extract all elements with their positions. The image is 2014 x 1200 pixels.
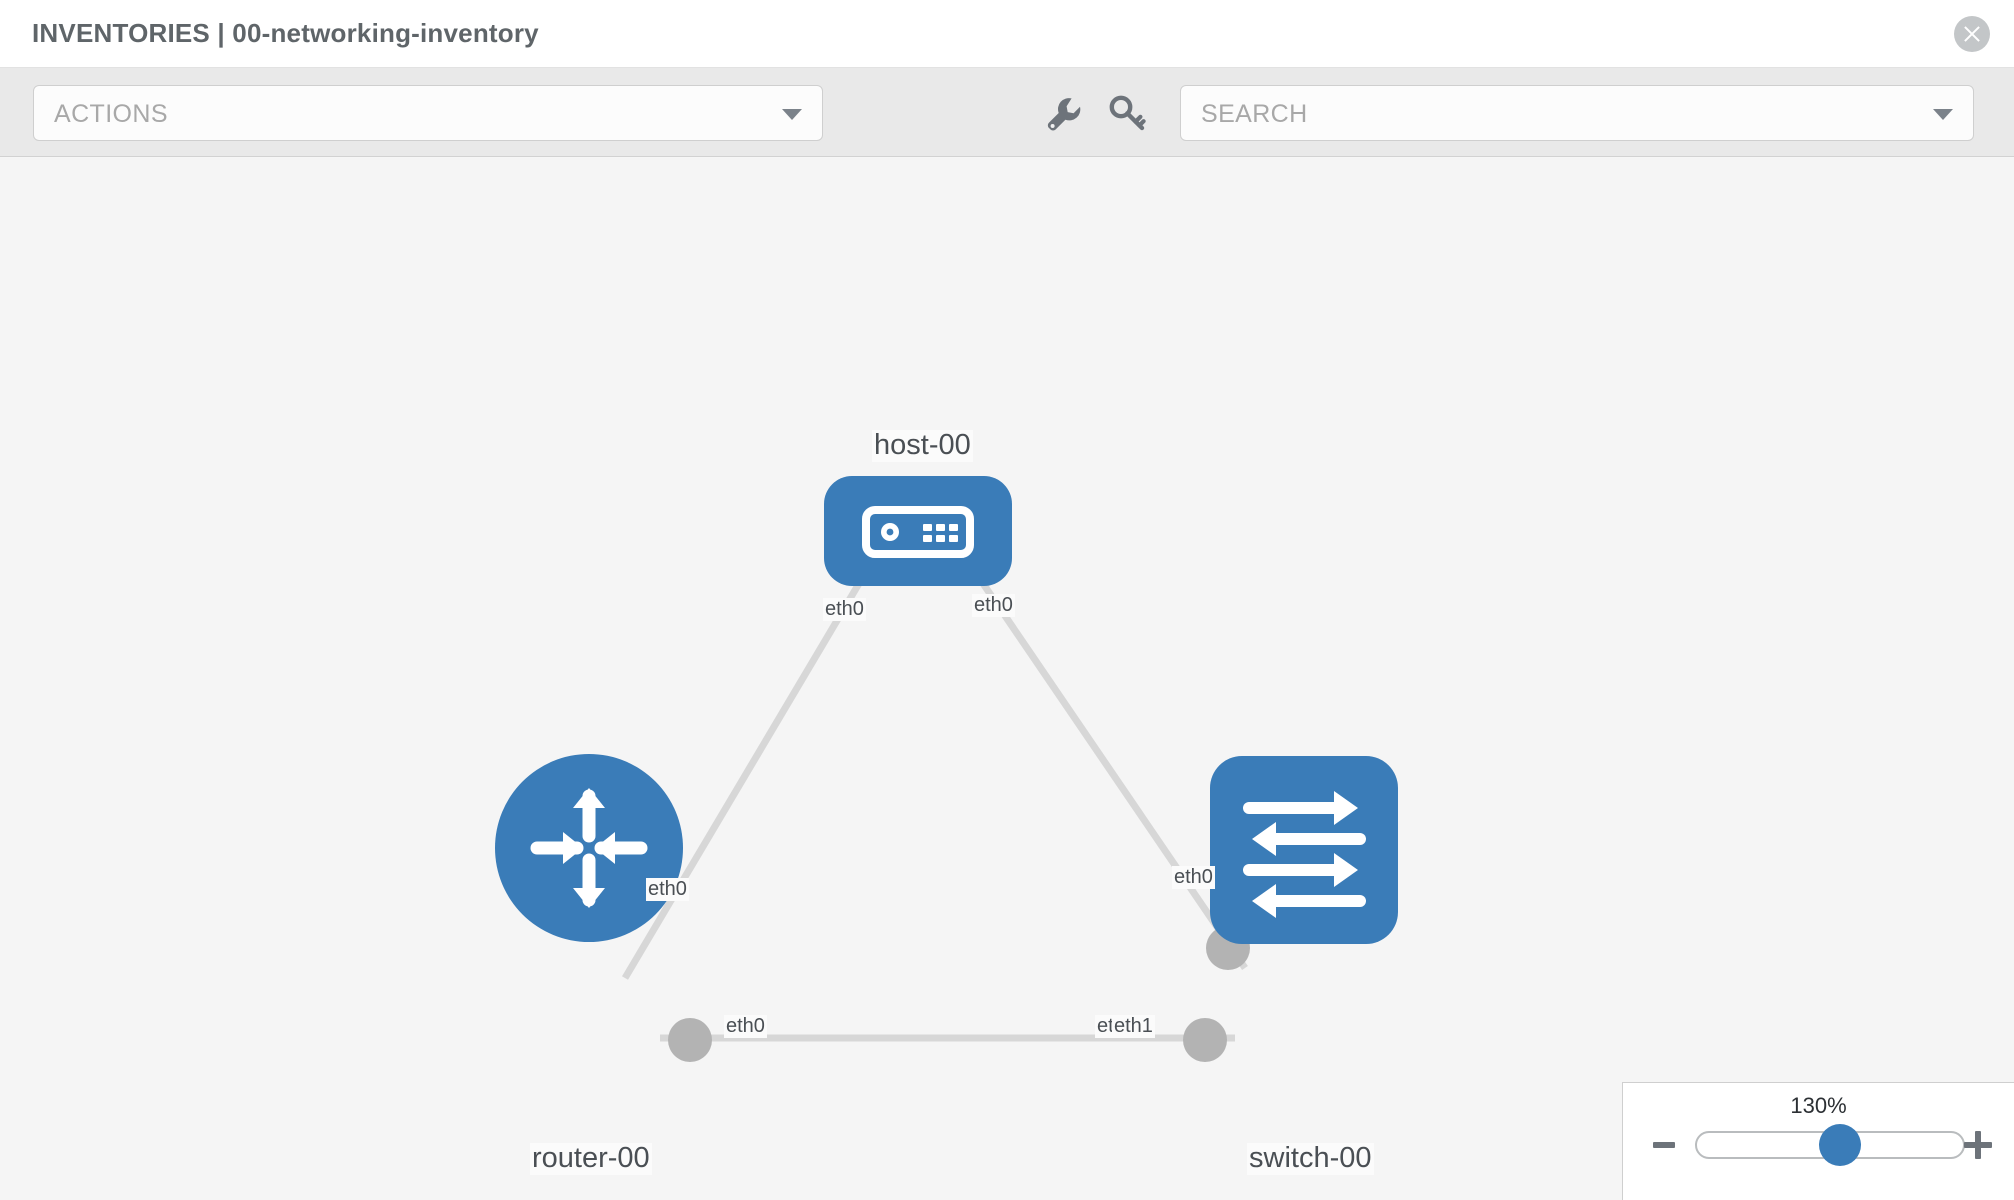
zoom-level-value: 130%: [1790, 1093, 1847, 1118]
node-host-00[interactable]: [824, 476, 1012, 586]
wrench-icon[interactable]: [1038, 90, 1086, 138]
chevron-down-icon: [782, 109, 802, 120]
endpoint-nub: [668, 1018, 712, 1062]
iface-label: eth1: [1112, 1015, 1155, 1038]
zoom-slider-thumb[interactable]: [1819, 1124, 1861, 1166]
close-icon[interactable]: [1954, 16, 1990, 52]
topology-canvas[interactable]: host-00 router-00 switch-00 eth0 eth0 et…: [0, 158, 2014, 1200]
iface-label: eth0: [724, 1015, 767, 1038]
node-label-host-00: host-00: [872, 429, 973, 462]
chevron-down-icon[interactable]: [1933, 109, 1953, 120]
actions-dropdown-label: ACTIONS: [54, 100, 168, 128]
key-icon[interactable]: [1104, 90, 1152, 138]
topology-graph: [495, 476, 1398, 1062]
page-header: INVENTORIES | 00-networking-inventory: [0, 0, 2014, 68]
iface-label: eth0: [972, 594, 1015, 617]
zoom-in-button[interactable]: [1964, 1131, 1992, 1159]
page-title: INVENTORIES | 00-networking-inventory: [32, 18, 539, 48]
iface-label: eth0: [823, 598, 866, 621]
endpoint-nub: [1183, 1018, 1227, 1062]
search-input[interactable]: SEARCH: [1180, 85, 1974, 141]
node-switch-00[interactable]: [1210, 756, 1398, 944]
zoom-out-button[interactable]: [1653, 1142, 1675, 1148]
actions-dropdown[interactable]: ACTIONS: [33, 85, 823, 141]
zoom-control-panel: 130%: [1622, 1082, 2014, 1200]
node-label-router-00: router-00: [530, 1142, 652, 1175]
node-router-00[interactable]: [495, 754, 683, 942]
search-placeholder: SEARCH: [1201, 100, 1308, 128]
iface-label: eth0: [1172, 866, 1215, 889]
node-label-switch-00: switch-00: [1247, 1142, 1374, 1175]
iface-label: eth0: [646, 878, 689, 901]
